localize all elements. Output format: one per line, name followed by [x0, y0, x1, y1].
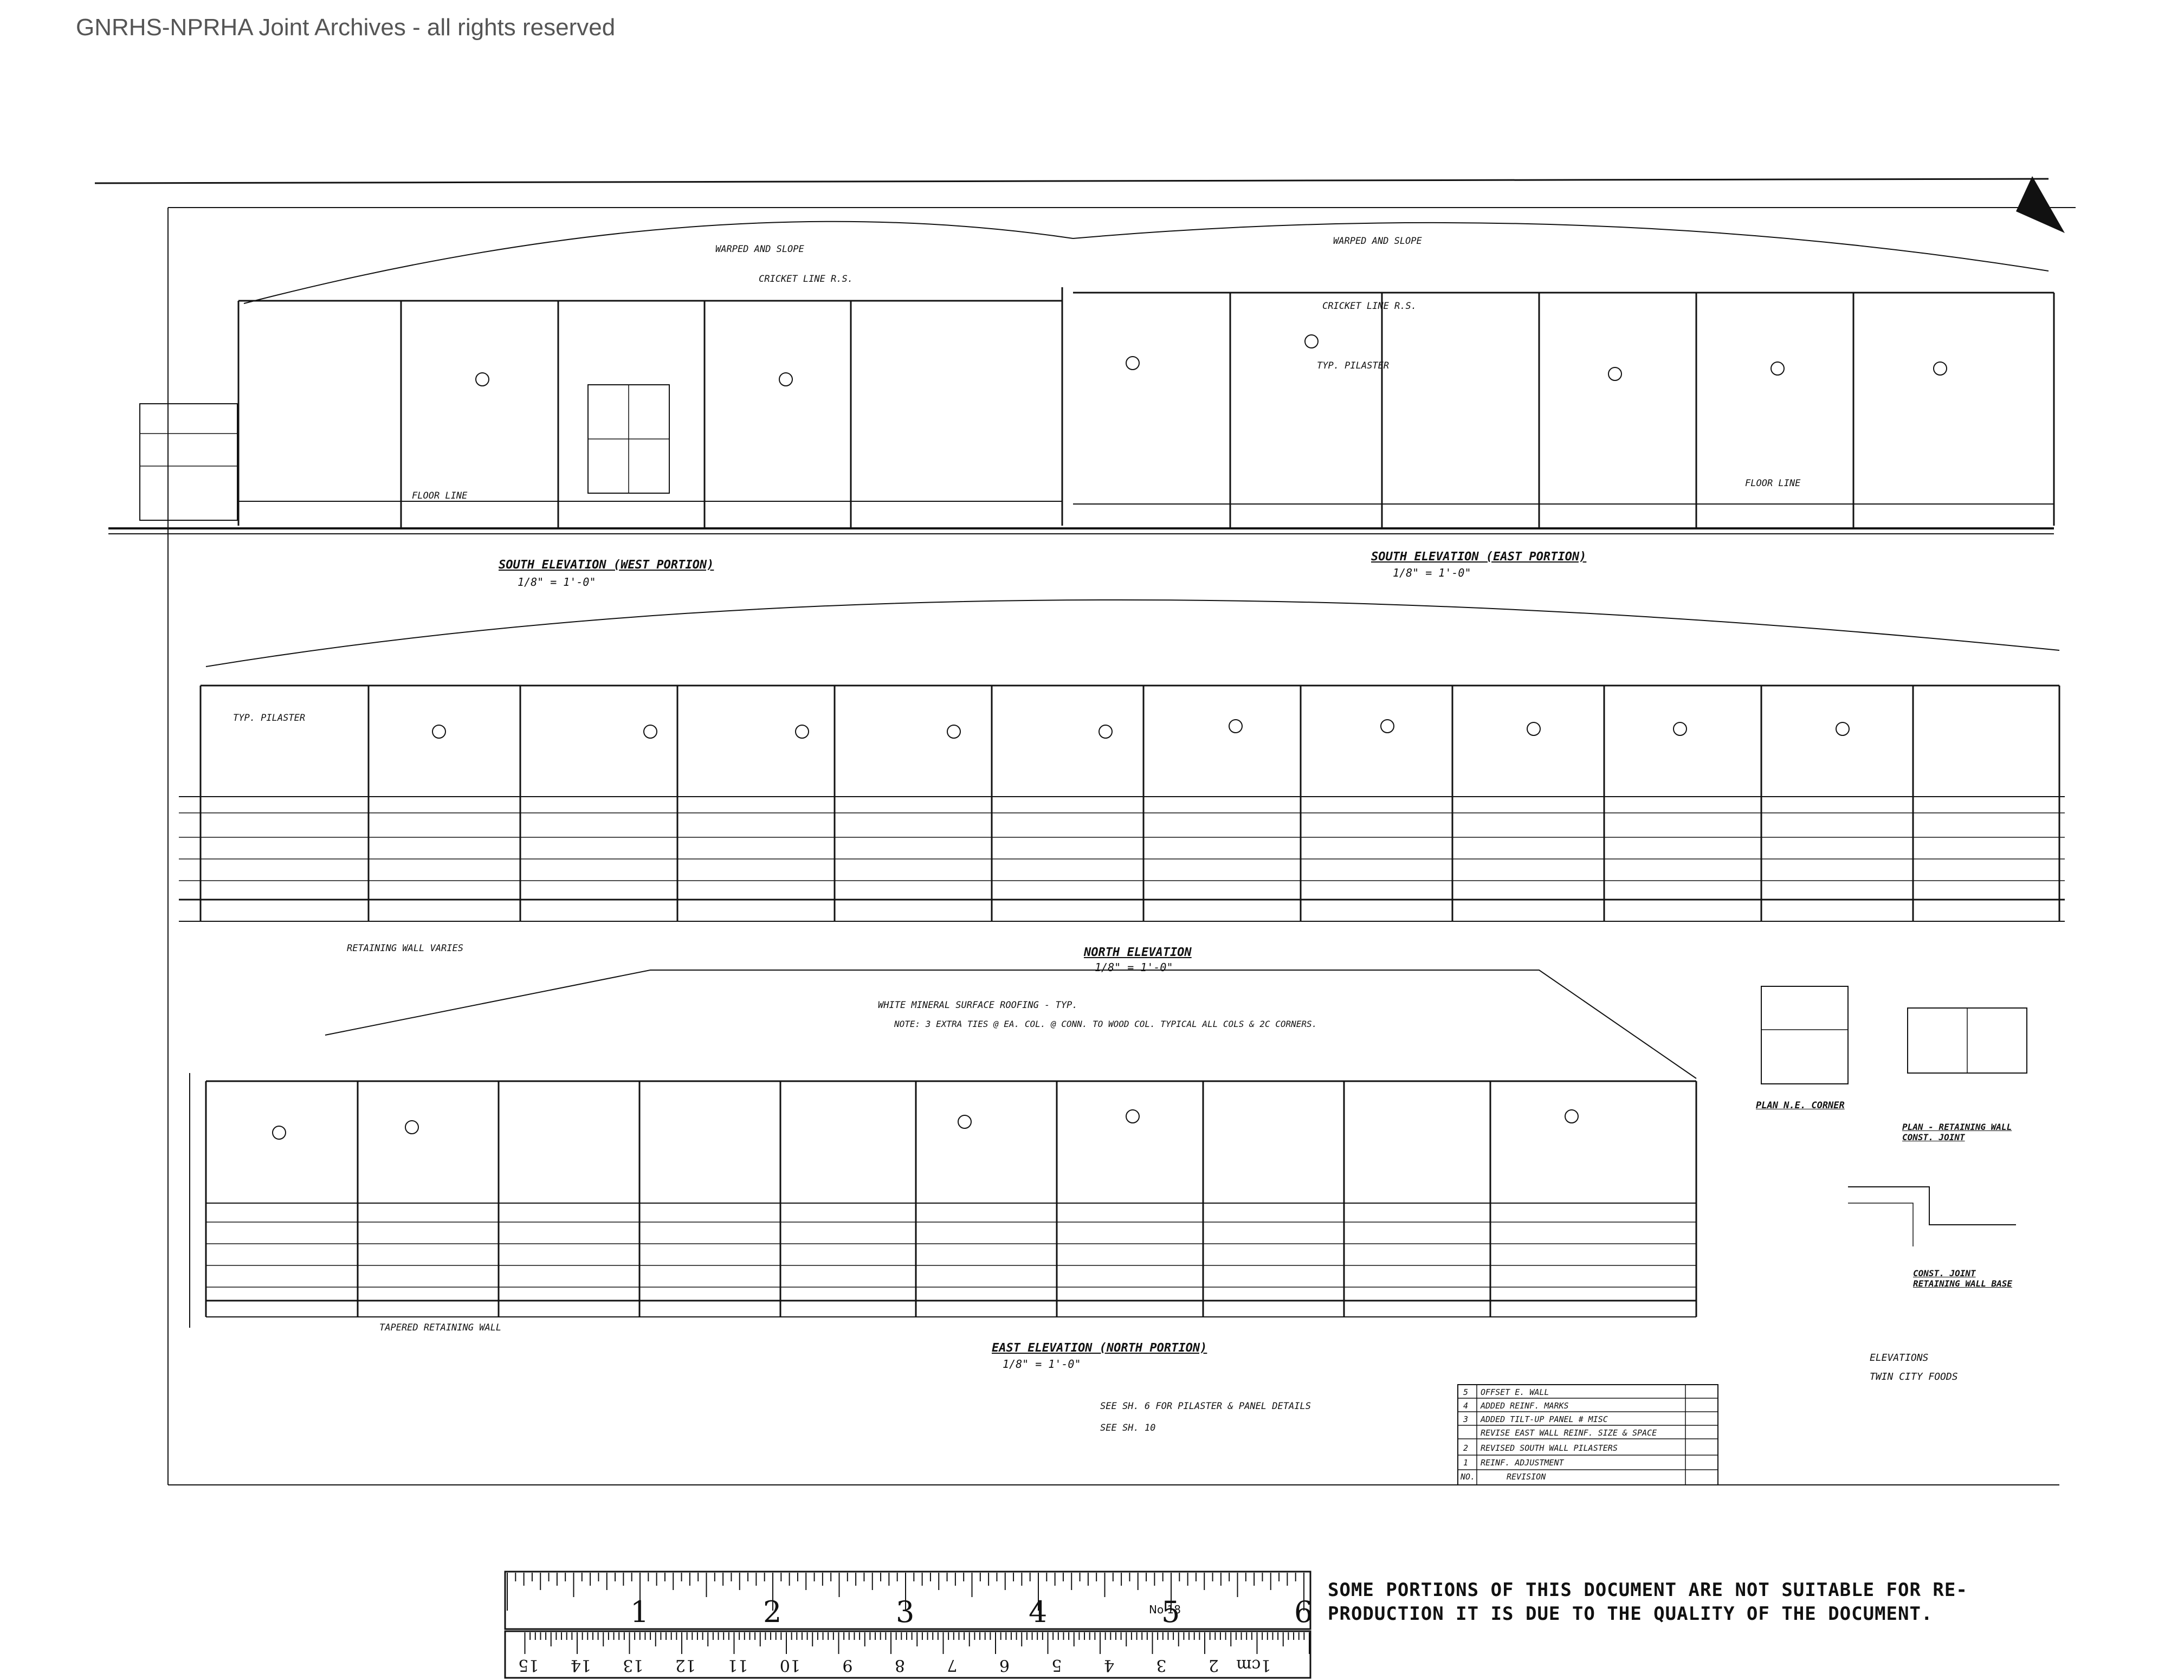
ruler-inch-label: 6 [1294, 1595, 1311, 1629]
east-scale: 1/8" = 1'-0" [1003, 1358, 1081, 1371]
revision-3: ADDED TILT-UP PANEL # MISC [1481, 1414, 1608, 1424]
revision-4: ADDED REINF. MARKS [1481, 1401, 1569, 1411]
note-extra-ties: NOTE: 3 EXTRA TIES @ EA. COL. @ CONN. TO… [894, 1019, 1317, 1029]
note-see-sh6: SEE SH. 6 FOR PILASTER & PANEL DETAILS [1100, 1401, 1311, 1412]
ruler-cm-label: 3 [1156, 1656, 1166, 1675]
revision-1-no: 1 [1463, 1458, 1469, 1468]
revision-1: REINF. ADJUSTMENT [1481, 1458, 1564, 1468]
ruler-cm-label: 10 [780, 1656, 800, 1675]
ruler-inch-label: 3 [896, 1595, 914, 1629]
north-elevation-title: NORTH ELEVATION [1084, 946, 1192, 959]
ruler-mark: No 18 [1149, 1603, 1181, 1616]
title-block-title: ELEVATIONS [1870, 1352, 1929, 1364]
note-floor-line-1: FLOOR LINE [412, 490, 468, 501]
ruler-cm-label: 9 [842, 1656, 852, 1675]
ruler-cm-label: 2 [1209, 1656, 1219, 1675]
ruler-cm-label: 6 [999, 1656, 1010, 1675]
plan-ne-corner-title: PLAN N.E. CORNER [1756, 1100, 1845, 1111]
north-scale: 1/8" = 1'-0" [1095, 961, 1173, 974]
south-elevation-east-title: SOUTH ELEVATION (EAST PORTION) [1371, 550, 1587, 564]
ruler-cm-label: 1cm [1236, 1656, 1271, 1675]
revision-east-wall: REVISE EAST WALL REINF. SIZE & SPACE [1481, 1428, 1657, 1438]
note-see-sh10: SEE SH. 10 [1100, 1423, 1156, 1433]
revision-2: REVISED SOUTH WALL PILASTERS [1481, 1443, 1618, 1453]
revision-4-no: 4 [1463, 1401, 1469, 1411]
note-warped-slope-2: WARPED AND SLOPE [1333, 236, 1422, 247]
ruler-cm-label: 7 [947, 1656, 957, 1675]
revision-header: REVISION [1507, 1472, 1546, 1482]
ruler-cm-label: 13 [623, 1656, 643, 1675]
ruler-cm-label: 12 [675, 1656, 696, 1675]
const-joint-title: CONST. JOINT RETAINING WALL BASE [1913, 1268, 2013, 1289]
ruler-inch-label: 1 [630, 1595, 649, 1629]
revision-2-no: 2 [1463, 1443, 1469, 1453]
east-elevation-north-title: EAST ELEVATION (NORTH PORTION) [992, 1341, 1207, 1355]
plan-retaining-wall-title: PLAN - RETAINING WALL CONST. JOINT [1902, 1122, 2012, 1142]
note-cricket-line-1: CRICKET LINE R.S. [759, 274, 853, 285]
revision-5-no: 5 [1463, 1387, 1469, 1397]
corner-marker-shape [2016, 176, 2065, 233]
note-tapered-retaining-wall: TAPERED RETAINING WALL [379, 1322, 502, 1333]
note-floor-line-2: FLOOR LINE [1745, 478, 1801, 489]
revision-header-no: NO. [1461, 1472, 1476, 1482]
note-typ-pilaster-1: TYP. PILASTER [1317, 360, 1390, 371]
notice-line-1: SOME PORTIONS OF THIS DOCUMENT ARE NOT S… [1328, 1579, 1968, 1601]
ruler-cm-label: 8 [895, 1656, 905, 1675]
ruler-inch-label: 2 [763, 1595, 781, 1629]
archive-watermark: GNRHS-NPRHA Joint Archives - all rights … [76, 14, 616, 41]
ruler-cm-label: 15 [518, 1656, 539, 1675]
note-retaining-walls: RETAINING WALL VARIES [347, 943, 463, 954]
revision-5: OFFSET E. WALL [1481, 1387, 1549, 1397]
ruler-cm-label: 5 [1051, 1656, 1062, 1675]
notice-line-2: PRODUCTION IT IS DUE TO THE QUALITY OF T… [1328, 1603, 1933, 1625]
south-west-scale: 1/8" = 1'-0" [518, 576, 596, 589]
ruler-cm-label: 14 [571, 1656, 591, 1675]
title-block-project: TWIN CITY FOODS [1870, 1371, 1958, 1382]
note-cricket-line-2: CRICKET LINE R.S. [1322, 301, 1417, 312]
note-typ-pilaster-2: TYP. PILASTER [233, 713, 306, 723]
ruler-cm-label: 11 [727, 1656, 748, 1675]
south-east-scale: 1/8" = 1'-0" [1393, 566, 1471, 579]
note-warped-slope-1: WARPED AND SLOPE [715, 244, 804, 255]
revision-3-no: 3 [1463, 1414, 1469, 1424]
south-elevation-west-title: SOUTH ELEVATION (WEST PORTION) [499, 558, 714, 572]
note-white-mineral: WHITE MINERAL SURFACE ROOFING - TYP. [878, 1000, 1078, 1011]
ruler-inch-label: 4 [1029, 1595, 1047, 1629]
ruler-cm-label: 4 [1104, 1656, 1114, 1675]
reproduction-notice: SOME PORTIONS OF THIS DOCUMENT ARE NOT S… [1328, 1578, 2086, 1626]
ruler-inch-label: 5 [1161, 1595, 1180, 1629]
